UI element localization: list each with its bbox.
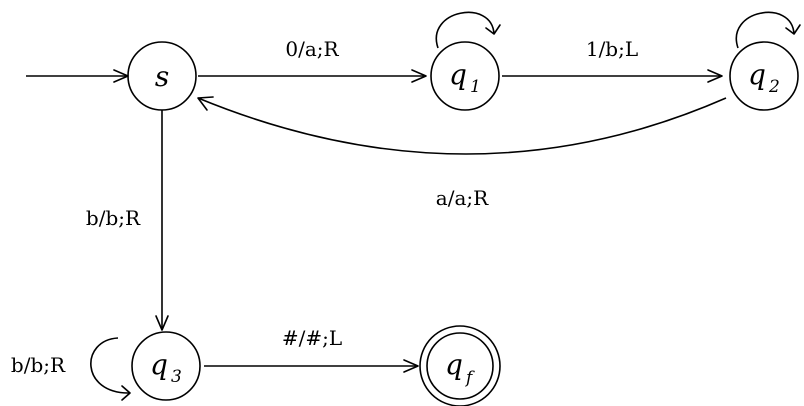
state-q1: q 1 — [430, 41, 500, 111]
state-qf-subscript: f — [464, 368, 475, 388]
edge-s-to-q1 — [198, 69, 427, 83]
state-qf-label: q — [445, 348, 463, 381]
state-qf: q f — [419, 325, 501, 406]
self-loop-q1 — [435, 11, 501, 49]
label-s-q1: 0/a;R — [285, 37, 339, 61]
state-q1-label: q — [449, 58, 467, 91]
state-q1-circle — [430, 41, 500, 111]
label-q1-q2: 1/b;L — [586, 37, 638, 61]
start-arrow — [26, 69, 129, 83]
label-q3-loop: b/b;R — [11, 353, 66, 377]
self-loop-q2 — [735, 11, 801, 49]
edge-q3-to-qf — [204, 359, 419, 373]
state-q2-circle — [729, 41, 799, 111]
state-qf-inner-circle — [426, 332, 494, 400]
state-q2: q 2 — [729, 41, 799, 111]
label-q3-qf: #/#;L — [282, 326, 342, 350]
state-q2-label: q — [748, 58, 766, 91]
edge-q2-to-s — [197, 96, 727, 155]
state-s: s — [127, 41, 197, 111]
state-q3: q 3 — [131, 331, 201, 401]
label-q2-s: a/a;R — [436, 186, 489, 210]
state-qf-outer-circle — [419, 325, 501, 406]
state-s-circle — [127, 41, 197, 111]
state-q3-subscript: 3 — [171, 367, 182, 387]
state-q3-circle — [131, 331, 201, 401]
edge-q1-to-q2 — [502, 69, 723, 83]
state-s-label: s — [155, 60, 169, 93]
state-q2-subscript: 2 — [768, 77, 780, 97]
state-q3-label: q — [150, 348, 168, 381]
self-loop-q3 — [90, 337, 131, 401]
state-q1-subscript: 1 — [470, 77, 481, 97]
label-s-q3: b/b;R — [86, 206, 141, 230]
edge-s-to-q3 — [155, 110, 169, 331]
